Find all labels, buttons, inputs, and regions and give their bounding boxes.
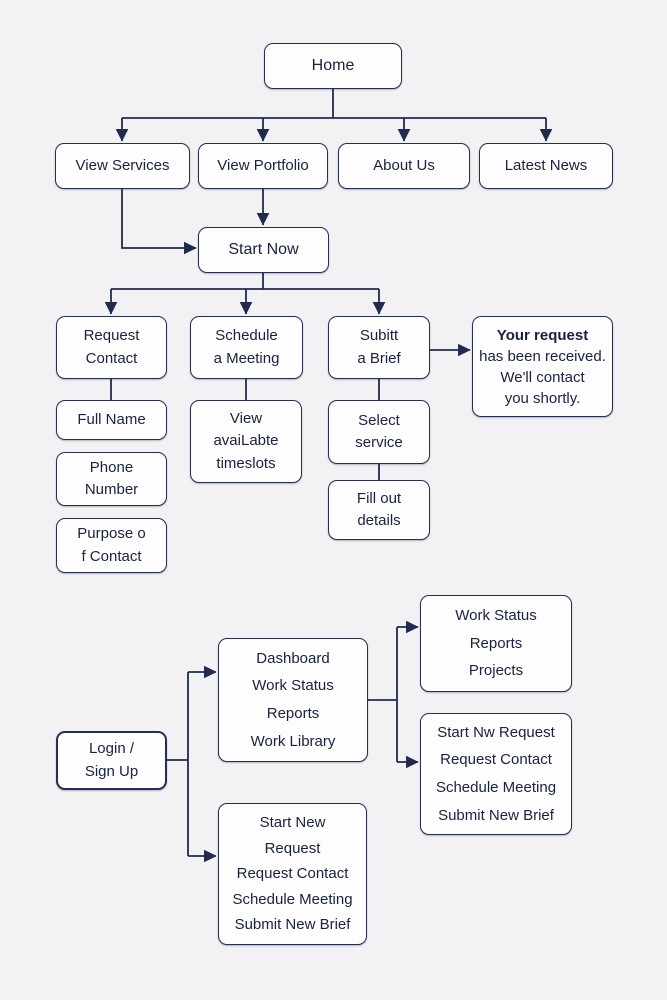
node-select-service: Select service <box>328 400 430 464</box>
node-about-us: About Us <box>338 143 470 189</box>
node-login-sign-up: Login / Sign Up <box>56 731 167 790</box>
node-full-name: Full Name <box>56 400 167 440</box>
node-view-services: View Services <box>55 143 190 189</box>
node-start-nw-request: Start Nw Request Request Contact Schedul… <box>420 713 572 835</box>
node-phone-number: Phone Number <box>56 452 167 506</box>
node-latest-news: Latest News <box>479 143 613 189</box>
node-home: Home <box>264 43 402 89</box>
node-start-new-request: Start New Request Request Contact Schedu… <box>218 803 367 945</box>
node-purpose-of-contact: Purpose o f Contact <box>56 518 167 573</box>
node-submit-a-brief: Subitt a Brief <box>328 316 430 379</box>
node-request-contact: Request Contact <box>56 316 167 379</box>
node-view-portfolio: View Portfolio <box>198 143 328 189</box>
node-schedule-a-meeting: Schedule a Meeting <box>190 316 303 379</box>
message-title: Your request <box>496 326 589 344</box>
node-view-available-timeslots: View avaiLabte timeslots <box>190 400 302 483</box>
node-fill-out-details: Fill out details <box>328 480 430 540</box>
node-work-status-reports-projects: Work Status Reports Projects <box>420 595 572 692</box>
message-body: has been received. We'll contact you sho… <box>479 347 606 407</box>
node-request-received-message: Your request has been received. We'll co… <box>472 316 613 417</box>
node-start-now: Start Now <box>198 227 329 273</box>
node-dashboard: Dashboard Work Status Reports Work Libra… <box>218 638 368 762</box>
